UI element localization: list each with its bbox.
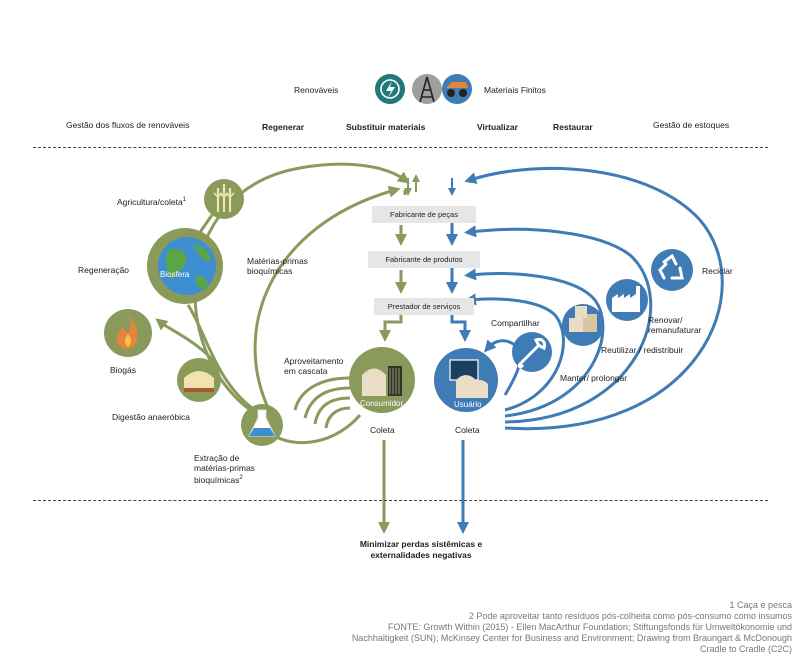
- collect-right-label: Coleta: [455, 425, 480, 435]
- header-renewables-flow: Gestão dos fluxos de renováveis: [66, 120, 190, 130]
- cascade-line2: em cascata: [284, 366, 328, 376]
- consumer-icon: [349, 347, 415, 413]
- extraction-line1: Extração de: [194, 453, 240, 463]
- oil-derrick-icon: [412, 74, 442, 104]
- raw-materials-line1: Matérias-primas: [247, 256, 308, 266]
- source-line2: Nachhaltigkeit (SUN); McKinsey Center fo…: [351, 633, 792, 643]
- wrench-icon: [512, 332, 552, 372]
- regeneration-label: Regeneração: [78, 265, 130, 275]
- flame-icon: [104, 309, 152, 357]
- source-line1: FONTE: Growth Within (2015) - Ellen MacA…: [387, 622, 792, 632]
- extraction-line2: matérias-primas: [194, 463, 255, 473]
- header-restore: Restaurar: [553, 122, 593, 132]
- footnote-2: 2 Pode aproveitar tanto resíduos pós-col…: [468, 611, 792, 621]
- refurbish-line1: Renovar/: [648, 315, 683, 325]
- finite-materials-label: Materiais Finitos: [484, 85, 546, 95]
- top-center-arrows: [404, 174, 456, 196]
- agriculture-icon: [204, 179, 244, 219]
- mining-truck-icon: [442, 74, 472, 104]
- technical-loops: [446, 166, 724, 534]
- biogas-label: Biogás: [110, 365, 136, 375]
- recycle-icon: [651, 249, 693, 291]
- footnote-1: 1 Caça e pesca: [729, 600, 792, 610]
- factory-icon: [606, 279, 648, 321]
- renewables-label: Renováveis: [294, 85, 339, 95]
- biosphere-icon: [147, 228, 223, 304]
- agriculture-label: Agricultura/coleta1: [117, 196, 187, 207]
- collect-left-label: Coleta: [370, 425, 395, 435]
- biological-loops: [155, 162, 410, 534]
- extraction-line3: bioquímicas2: [194, 474, 243, 485]
- user-icon: [434, 348, 498, 412]
- raw-materials-line2: bioquímicas: [247, 266, 293, 276]
- source-line3: Cradle to Cradle (C2C): [699, 644, 792, 654]
- product-maker-box: Fabricante de produtos: [368, 251, 480, 268]
- reuse-label: Reutilizar / redistribuir: [601, 345, 684, 355]
- maintain-label: Manter/ prolongar: [560, 373, 628, 383]
- header-virtualize: Virtualizar: [477, 122, 518, 132]
- flask-icon: [241, 404, 283, 446]
- biosphere-label: Biosfera: [160, 270, 190, 279]
- boxes-icon: [562, 304, 604, 346]
- anaerobic-digester-icon: [177, 358, 221, 402]
- user-label: Usuário: [454, 400, 482, 409]
- header-substitute: Substituir materiais: [346, 122, 426, 132]
- anaerobic-label: Digestão anaeróbica: [112, 412, 190, 422]
- parts-maker-box: Fabricante de peças: [372, 206, 476, 223]
- renewable-energy-icon: [375, 74, 405, 104]
- cascade-line1: Aproveitamento: [284, 356, 344, 366]
- header-regenerate: Regenerar: [262, 122, 305, 132]
- service-provider-box: Prestador de serviços: [374, 298, 474, 315]
- header-stock-mgmt: Gestão de estoques: [653, 120, 730, 130]
- top-divider: [33, 147, 768, 148]
- minimize-losses-line1: Minimizar perdas sistêmicas e: [359, 539, 483, 549]
- refurbish-line2: remanufaturar: [648, 325, 702, 335]
- share-label: Compartilhar: [491, 318, 540, 328]
- consumer-label: Consumidor: [360, 399, 404, 408]
- minimize-losses-line2: externalidades negativas: [370, 550, 472, 560]
- bottom-divider: [33, 500, 768, 501]
- recycle-label: Reciclar: [702, 266, 733, 276]
